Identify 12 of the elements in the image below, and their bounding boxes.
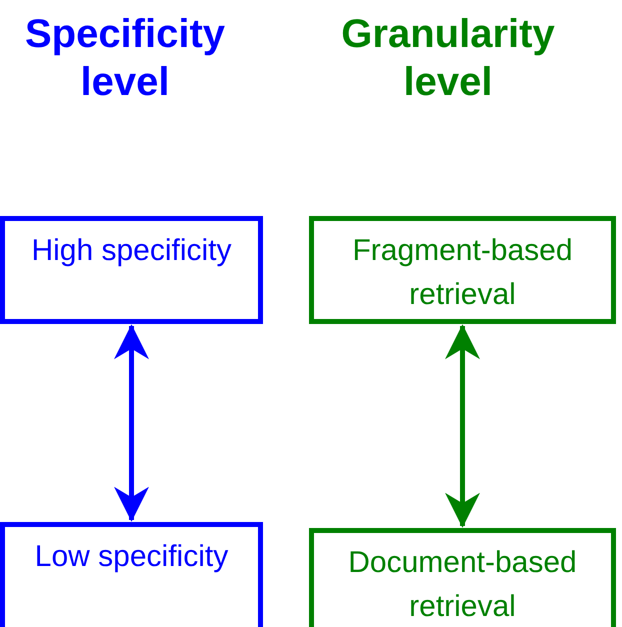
box-label: High specificity	[31, 233, 232, 269]
box-label: Low specificity	[34, 539, 228, 575]
text-box	[309, 216, 616, 324]
column-heading: Granularity level	[340, 11, 556, 106]
box-label: Fragment-based retrieval	[351, 233, 574, 313]
text-box	[0, 216, 263, 324]
box-label: Document-based retrieval	[347, 545, 578, 625]
double-arrow	[445, 324, 480, 528]
column-heading: Specificity level	[24, 11, 226, 106]
text-box	[309, 528, 616, 627]
text-box	[0, 522, 263, 627]
double-arrow	[114, 324, 149, 522]
